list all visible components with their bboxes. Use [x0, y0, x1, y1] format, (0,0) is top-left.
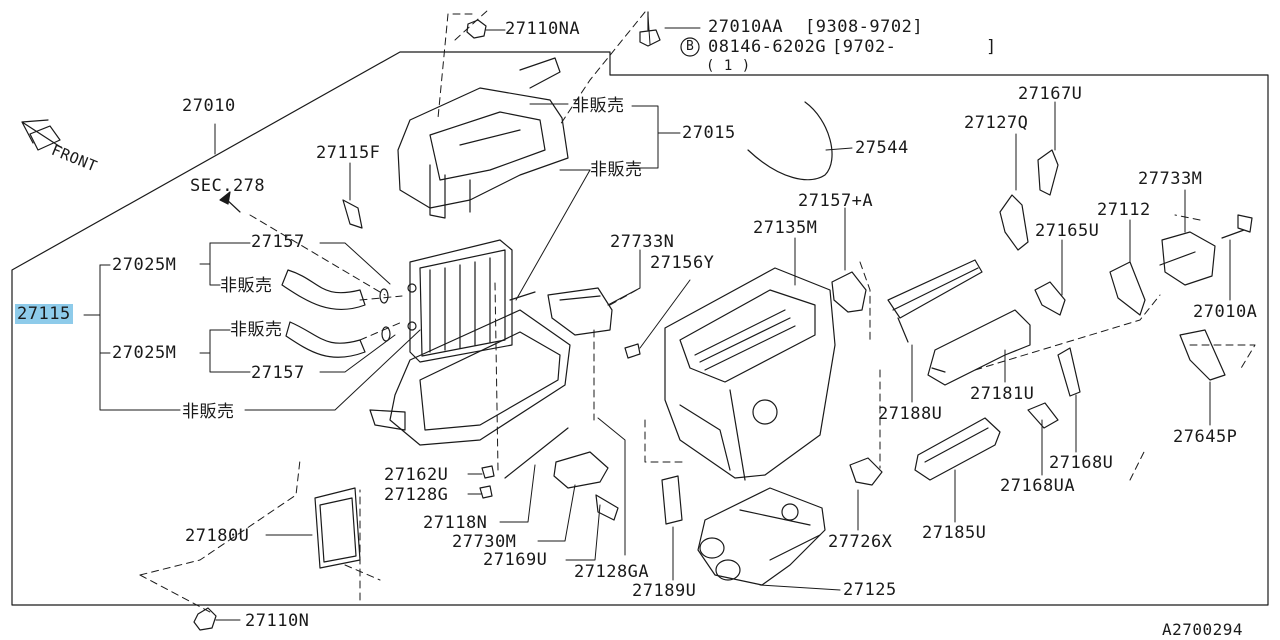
label-27157-top: 27157 — [251, 232, 305, 252]
label-27127Q: 27127Q — [964, 113, 1029, 133]
label-27165U: 27165U — [1035, 221, 1100, 241]
clip-27115F — [342, 199, 363, 229]
label-27168U: 27168U — [1049, 453, 1114, 473]
label-27010AA: 27010AA — [708, 17, 784, 37]
label-27189U: 27189U — [632, 581, 697, 601]
label-27128G: 27128G — [384, 485, 449, 505]
badge-circle — [680, 37, 700, 57]
part-duct-27015 — [397, 57, 569, 219]
label-27726X: 27726X — [828, 532, 893, 552]
part-door-27188U — [887, 259, 983, 343]
label-27733N: 27733N — [610, 232, 675, 252]
part-27726X — [849, 457, 883, 486]
label-27730M: 27730M — [452, 532, 517, 552]
label-27118N: 27118N — [423, 513, 488, 533]
part-27168U — [1057, 347, 1081, 397]
label-range-1: [9308-9702] — [805, 17, 924, 37]
assembly-boundary — [11, 51, 1269, 606]
label-27168UA: 27168UA — [1000, 476, 1076, 496]
label-hanbai-mid: 非販売 — [590, 160, 643, 180]
label-27157-bottom: 27157 — [251, 363, 305, 383]
label-quantity: ( 1 ) — [706, 58, 751, 74]
part-27128G — [479, 485, 493, 499]
label-hanbai-bottom: 非販売 — [182, 402, 235, 422]
label-hanbai-left-1: 非販売 — [220, 276, 273, 296]
label-sec278: SEC.278 — [190, 176, 266, 196]
part-door-27181U — [927, 309, 1031, 386]
part-lower-case — [369, 291, 571, 446]
part-27185U — [914, 417, 1001, 481]
label-27110N: 27110N — [245, 611, 310, 631]
label-hanbai-top: 非販売 — [572, 96, 625, 116]
part-actuator-27733N — [547, 287, 613, 336]
part-actuator-27733M — [1159, 231, 1216, 286]
label-27733M: 27733M — [1138, 169, 1203, 189]
part-blower-case-27125 — [697, 487, 826, 586]
bolt-27010AA-icon — [639, 11, 661, 47]
label-27015: 27015 — [682, 123, 736, 143]
label-27010A: 27010A — [1193, 302, 1258, 322]
label-27544: 27544 — [855, 138, 909, 158]
label-27181U: 27181U — [970, 384, 1035, 404]
label-hanbai-left-2: 非販売 — [230, 320, 283, 340]
part-heater-core-27115 — [407, 239, 513, 363]
label-27645P: 27645P — [1173, 427, 1238, 447]
label-27112: 27112 — [1097, 200, 1151, 220]
part-27169U — [595, 494, 619, 521]
seal-27157A — [831, 271, 867, 313]
dashed-guides — [139, 9, 1256, 613]
part-27168UA — [1027, 402, 1059, 429]
label-27157-plus-a: 27157+A — [798, 191, 874, 211]
label-range-2: [9702- — [832, 37, 897, 57]
cable-27544 — [747, 101, 833, 181]
bracket-27645P — [1179, 329, 1226, 381]
label-27125: 27125 — [843, 580, 897, 600]
part-filter-27180U — [314, 487, 361, 569]
front-arrow-icon — [21, 119, 63, 151]
part-27730M — [553, 451, 609, 489]
screw-27010A-icon — [1221, 214, 1253, 239]
label-27110NA: 27110NA — [505, 19, 581, 39]
label-27025M-top: 27025M — [112, 255, 177, 275]
label-27115F: 27115F — [316, 143, 381, 163]
part-27189U — [661, 475, 683, 525]
figure-id: A2700294 — [1162, 620, 1244, 639]
label-27162U: 27162U — [384, 465, 449, 485]
label-27156Y: 27156Y — [650, 253, 715, 273]
part-main-case-27135M — [664, 267, 836, 481]
label-27169U: 27169U — [483, 550, 548, 570]
label-range-2-end: ] — [986, 37, 997, 57]
label-27010: 27010 — [182, 96, 236, 116]
bracket-27112 — [1109, 261, 1146, 316]
lever-27127Q — [999, 194, 1029, 251]
label-27115-selected[interactable]: 27115 — [15, 304, 73, 324]
leader-lines — [83, 15, 1231, 621]
part-27156Y — [624, 343, 641, 359]
badge-b: B — [686, 39, 695, 54]
label-27185U: 27185U — [922, 523, 987, 543]
label-08146-6202G: 08146-6202G — [708, 37, 827, 57]
rod-27118N — [504, 427, 569, 479]
label-27135M: 27135M — [753, 218, 818, 238]
label-27188U: 27188U — [878, 404, 943, 424]
label-27167U: 27167U — [1018, 84, 1083, 104]
part-27162U — [481, 465, 495, 479]
front-label: FRONT — [48, 140, 100, 176]
nut-27110N-icon — [193, 607, 217, 631]
label-27128GA: 27128GA — [574, 562, 650, 582]
label-27180U: 27180U — [185, 526, 250, 546]
part-27165U — [1034, 281, 1066, 316]
part-pipes-27025M — [281, 269, 391, 358]
link-27167U — [1037, 149, 1059, 196]
sec278-arrow-icon — [219, 191, 241, 213]
label-27025M-bottom: 27025M — [112, 343, 177, 363]
nut-27110NA-icon — [466, 19, 487, 39]
